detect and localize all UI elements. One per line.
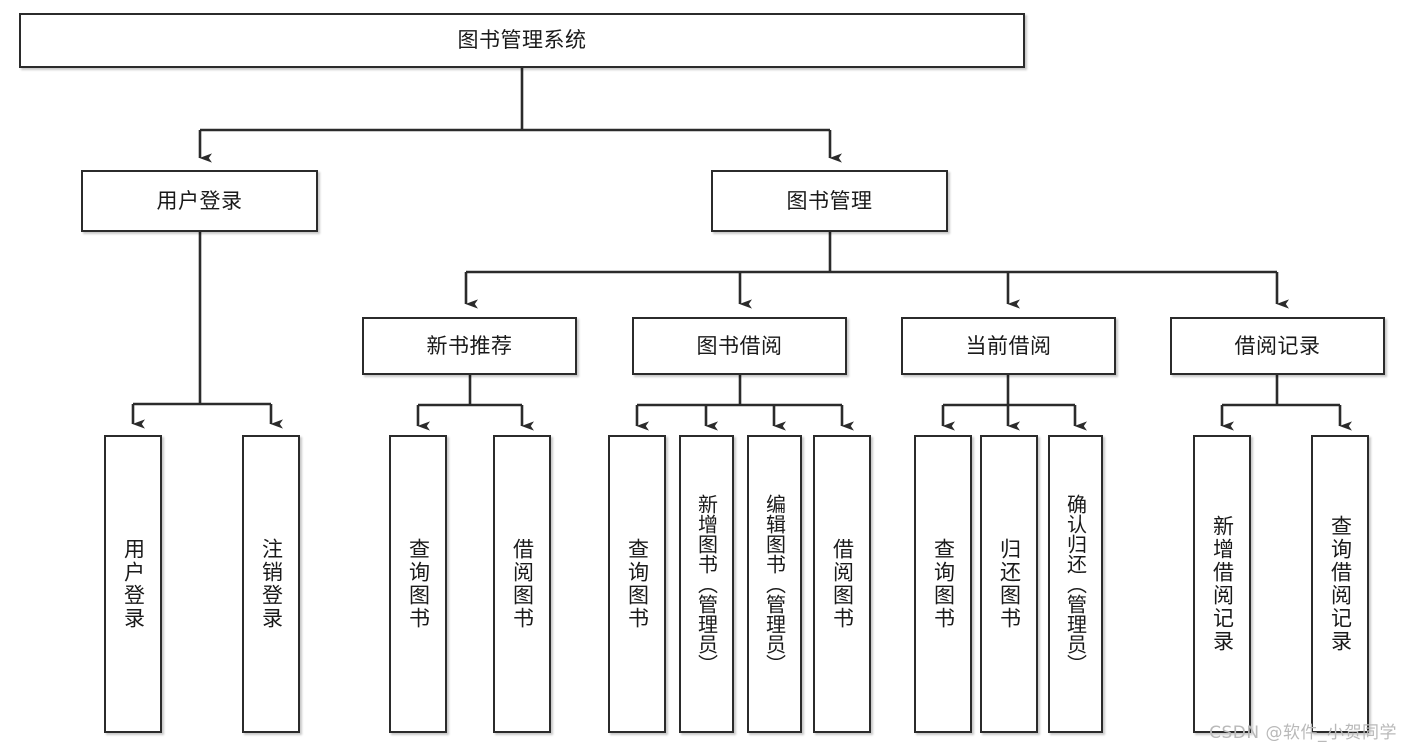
node-label: 用户登录 [156, 188, 243, 213]
node-label: 查询图书 [625, 538, 650, 630]
node-new-book-recommend[interactable]: 新书推荐 [362, 317, 577, 375]
node-label: 新增图书（管理员） [694, 494, 719, 674]
node-label: 确认归还（管理员） [1063, 494, 1088, 674]
node-label: 当前借阅 [965, 333, 1052, 358]
node-label: 归还图书 [997, 538, 1022, 630]
node-leaf-borrow-book-2[interactable]: 借阅图书 [813, 435, 871, 733]
node-leaf-borrow-book-1[interactable]: 借阅图书 [493, 435, 551, 733]
node-leaf-query-book-2[interactable]: 查询图书 [608, 435, 666, 733]
node-leaf-user-login[interactable]: 用户登录 [104, 435, 162, 733]
node-user-login[interactable]: 用户登录 [81, 170, 318, 232]
node-leaf-query-book-1[interactable]: 查询图书 [389, 435, 447, 733]
node-label: 图书管理 [786, 188, 873, 213]
node-label: 查询借阅记录 [1328, 515, 1353, 653]
node-leaf-logout-login[interactable]: 注销登录 [242, 435, 300, 733]
node-leaf-confirm-return-admin[interactable]: 确认归还（管理员） [1048, 435, 1103, 733]
node-label: 图书管理系统 [457, 28, 587, 53]
node-label: 查询图书 [931, 538, 956, 630]
node-label: 注销登录 [259, 538, 284, 630]
node-leaf-query-borrow-record[interactable]: 查询借阅记录 [1311, 435, 1369, 733]
node-book-borrow[interactable]: 图书借阅 [632, 317, 847, 375]
node-label: 借阅记录 [1234, 333, 1321, 358]
node-book-management[interactable]: 图书管理 [711, 170, 948, 232]
node-leaf-add-book-admin[interactable]: 新增图书（管理员） [679, 435, 734, 733]
node-leaf-add-borrow-record[interactable]: 新增借阅记录 [1193, 435, 1251, 733]
node-label: 用户登录 [121, 538, 146, 630]
csdn-watermark: CSDN @软件_小贺同学 [1209, 723, 1397, 743]
node-root-system[interactable]: 图书管理系统 [19, 13, 1025, 68]
node-label: 编辑图书（管理员） [762, 494, 787, 674]
node-label: 借阅图书 [510, 538, 535, 630]
node-label: 新增借阅记录 [1210, 515, 1235, 653]
node-label: 借阅图书 [830, 538, 855, 630]
node-leaf-return-book[interactable]: 归还图书 [980, 435, 1038, 733]
node-borrow-record[interactable]: 借阅记录 [1170, 317, 1385, 375]
node-label: 查询图书 [406, 538, 431, 630]
node-leaf-query-book-3[interactable]: 查询图书 [914, 435, 972, 733]
node-label: 新书推荐 [426, 333, 513, 358]
node-label: 图书借阅 [696, 333, 783, 358]
node-current-borrow[interactable]: 当前借阅 [901, 317, 1116, 375]
node-leaf-edit-book-admin[interactable]: 编辑图书（管理员） [747, 435, 802, 733]
